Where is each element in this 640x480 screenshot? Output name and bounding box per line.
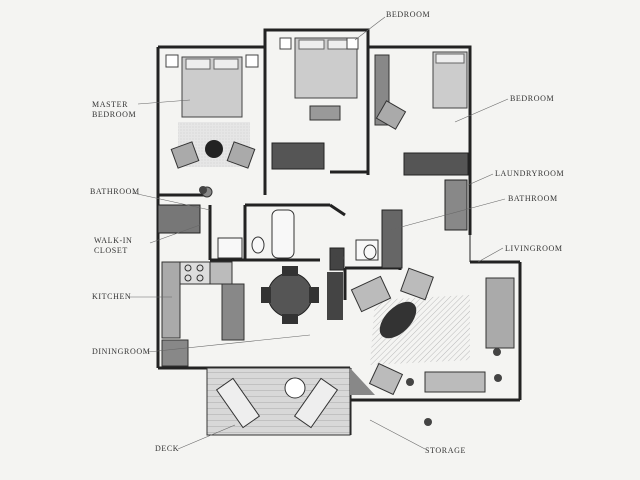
label-storage: Storage (425, 446, 466, 455)
label-diningroom: Diningroom (92, 347, 151, 356)
label-kitchen: Kitchen (92, 292, 132, 301)
label-master-bedroom: Master Bedroom (92, 100, 136, 120)
bedroom-top (279, 37, 359, 121)
leader-lines (128, 16, 509, 450)
label-laundryroom: Laundryroom (495, 169, 565, 178)
label-walkin-closet: Walk-in Closet (94, 236, 132, 256)
label-bathroom-left: Bathroom (90, 187, 140, 196)
bedroom-right (374, 51, 468, 130)
label-deck: Deck (155, 444, 180, 453)
label-bedroom-right: Bedroom (510, 94, 555, 103)
label-walkin-line2: Closet (94, 246, 128, 255)
label-master-line1: Master (92, 100, 129, 109)
bathrooms (201, 186, 379, 261)
plants (199, 186, 502, 426)
living-furniture (350, 267, 515, 396)
dining-table (261, 266, 343, 324)
label-bathroom-right: Bathroom (508, 194, 558, 203)
deck (206, 367, 375, 436)
label-walkin-line1: Walk-in (94, 236, 133, 245)
label-master-line2: Bedroom (92, 110, 137, 119)
master-bedroom (165, 54, 259, 169)
label-bedroom-top: Bedroom (386, 10, 431, 19)
kitchen-counters (161, 261, 245, 367)
label-livingroom: Livingroom (505, 244, 563, 253)
